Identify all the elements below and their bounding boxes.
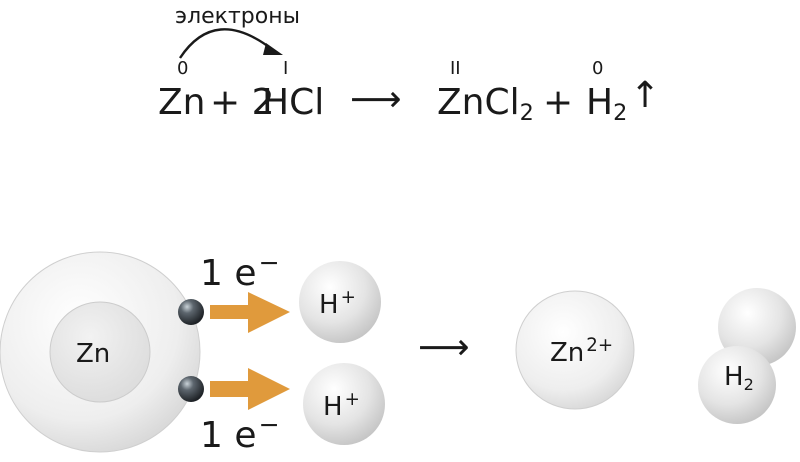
h-ion-bottom-label: H+ [323,389,360,422]
hcl-oxidation-state: I [283,58,289,79]
product-zncl2: ZnCl2 [437,82,534,127]
h-ion-bottom-charge: + [344,389,360,410]
zn-oxidation-state: 0 [177,58,189,79]
h2-molecule-label: H2 [724,362,754,394]
zncl2-subscript: 2 [519,100,534,127]
plus-coefficient: + 2 [210,82,275,123]
electron-bottom-charge: − [258,410,280,440]
electron-bottom-label: 1 e− [200,410,280,456]
electrons-arrow-label: электроны [175,4,300,29]
gas-evolution-arrow-icon: ↑ [630,75,661,116]
h2-subscript: 2 [613,100,628,127]
zncl2-oxidation-state: II [450,58,461,79]
h-ion-top-label: H+ [319,287,356,320]
reactant-hcl: HCl [262,82,325,123]
h-ion-top-charge: + [340,287,356,308]
electron-bottom [178,376,204,402]
diagram-reaction-arrow: ⟶ [418,327,470,368]
zn-ion-sphere [515,290,635,410]
zn-atom-label: Zn [76,339,111,369]
h-ion-top-sphere [299,261,381,343]
reaction-arrow: ⟶ [350,79,402,120]
plus-sign: + [543,82,574,123]
electron-top-charge: − [258,248,280,278]
reactant-zn: Zn [158,82,206,123]
product-h2: H2 [586,82,628,127]
h2-oxidation-state: 0 [592,58,604,79]
electron-transfer-curve [178,28,274,59]
zn-ion-charge: 2+ [586,335,614,356]
electron-top [178,299,204,325]
h2-atom-front [698,346,776,424]
zn-atom-inner-shell [49,301,151,403]
h2-molecule-subscript: 2 [743,374,754,394]
transfer-arrow-bottom [210,368,290,410]
electron-top-label: 1 e− [200,248,280,294]
h-ion-bottom-sphere [303,363,385,445]
electron-transfer-arrowhead [263,43,283,55]
transfer-arrow-top [210,292,290,333]
